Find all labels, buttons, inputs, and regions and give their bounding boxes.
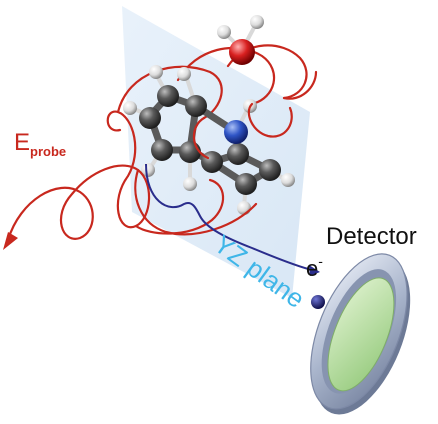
carbon-atom xyxy=(139,107,161,129)
probe-label: Eprobe xyxy=(14,129,66,159)
carbon-atom xyxy=(157,85,179,107)
hydrogen-atom xyxy=(217,25,231,39)
carbon-atom xyxy=(227,143,249,165)
probe-label-subscript: probe xyxy=(30,144,66,159)
carbon-atom xyxy=(235,173,257,195)
electron-label: e- xyxy=(306,253,323,281)
oxygen-atom xyxy=(229,39,255,65)
carbon-atom xyxy=(151,139,173,161)
electron-dot-icon xyxy=(311,295,325,309)
nitrogen-atom xyxy=(224,120,248,144)
probe-wave xyxy=(6,70,318,242)
arrowhead-icon xyxy=(309,265,320,276)
probe-label-main: E xyxy=(14,129,30,156)
electron-path xyxy=(145,163,313,271)
hydrogen-atom xyxy=(281,173,295,187)
carbon-atom xyxy=(185,95,207,117)
hydrogen-atom xyxy=(177,67,191,81)
carbon-atom xyxy=(179,141,201,163)
electron-label-superscript: - xyxy=(318,253,323,269)
arrowhead-icon xyxy=(3,232,18,250)
hydrogen-atom xyxy=(237,201,251,215)
hydrogen-atom xyxy=(123,101,137,115)
hydrogen-atom xyxy=(250,15,264,29)
carbon-atom xyxy=(259,159,281,181)
detector-label: Detector xyxy=(326,223,417,250)
hydrogen-atom xyxy=(183,177,197,191)
molecule xyxy=(123,15,295,215)
carbon-atom xyxy=(201,151,223,173)
electron-label-main: e xyxy=(306,256,318,281)
hydrogen-atom xyxy=(141,163,155,177)
hydrogen-atom xyxy=(149,65,163,79)
detector-disc-icon xyxy=(310,253,411,415)
